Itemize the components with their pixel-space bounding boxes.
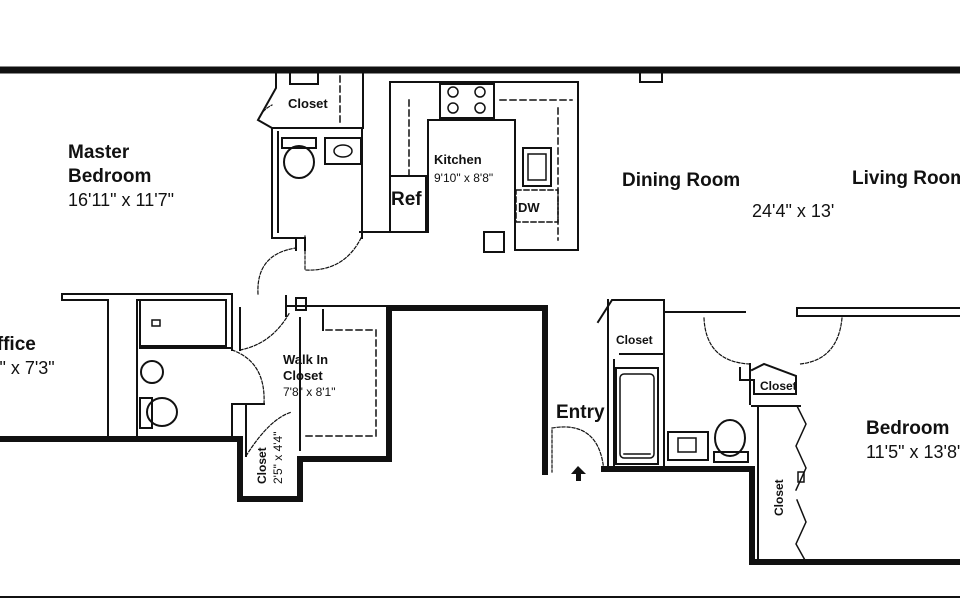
living-room-dims: 24'4" x 13' — [752, 201, 834, 221]
walk-in-closet-dims: 7'8" x 8'1" — [283, 385, 335, 399]
living-room-name: Living Room — [852, 168, 960, 189]
entry-name: Entry — [556, 402, 605, 423]
bedroom-closet-small-walls — [739, 362, 797, 395]
hall-sink — [667, 431, 709, 461]
office-name: Office — [0, 334, 36, 355]
master-bedroom-dims: 16'11" x 11'7" — [68, 190, 174, 210]
bedroom-top-wall — [796, 307, 960, 317]
stove — [439, 83, 495, 119]
office-sink — [140, 360, 164, 384]
master-toilet — [283, 145, 315, 179]
refrigerator — [389, 175, 427, 233]
kitchen-walls — [389, 81, 579, 251]
ref-label: Ref — [391, 189, 422, 210]
bedroom-side-closet-label: Closet — [772, 479, 786, 516]
hall-bathtub — [615, 367, 659, 465]
kitchen-dims: 9'10" x 8'8" — [434, 171, 493, 185]
entry-arrow-icon — [571, 466, 586, 481]
bifold-door-2 — [795, 499, 808, 564]
master-bedroom-name-line2: Bedroom — [68, 166, 151, 187]
exterior-wall-left-bottom — [0, 305, 548, 502]
kitchen-sink — [522, 147, 552, 187]
master-bath-walls — [271, 127, 306, 239]
hall-closet-label: Closet — [616, 333, 653, 347]
office-walls — [61, 293, 109, 440]
bathtub-office — [139, 299, 227, 347]
bedroom-dims: 11'5" x 13'8" — [866, 442, 960, 462]
top-closet-label: Closet — [288, 96, 328, 111]
office-toilet — [146, 397, 178, 427]
bedroom-small-closet-label: Closet — [760, 379, 797, 393]
top-closet-walls — [256, 69, 364, 129]
dining-room-name: Dining Room — [622, 170, 740, 191]
bifold-door-1 — [795, 404, 807, 491]
small-closet-name: Closet — [255, 447, 269, 484]
entry-door-swing — [551, 426, 605, 473]
dw-label: DW — [518, 200, 540, 215]
office-dims: 8'6" x 7'3" — [0, 358, 55, 378]
exterior-wall-right-bottom — [601, 466, 960, 565]
master-bedroom-name-line1: Master — [68, 142, 130, 163]
dishwasher — [515, 189, 559, 223]
hall-toilet — [714, 419, 746, 457]
kitchen-name: Kitchen — [434, 152, 482, 167]
small-closet-dims: 2'5" x 4'4" — [271, 432, 285, 484]
bedroom-name: Bedroom — [866, 418, 949, 439]
master-bath-sink — [324, 137, 362, 165]
walk-in-closet-name-line1: Walk In — [283, 352, 328, 367]
walk-in-closet-name-line2: Closet — [283, 368, 323, 383]
